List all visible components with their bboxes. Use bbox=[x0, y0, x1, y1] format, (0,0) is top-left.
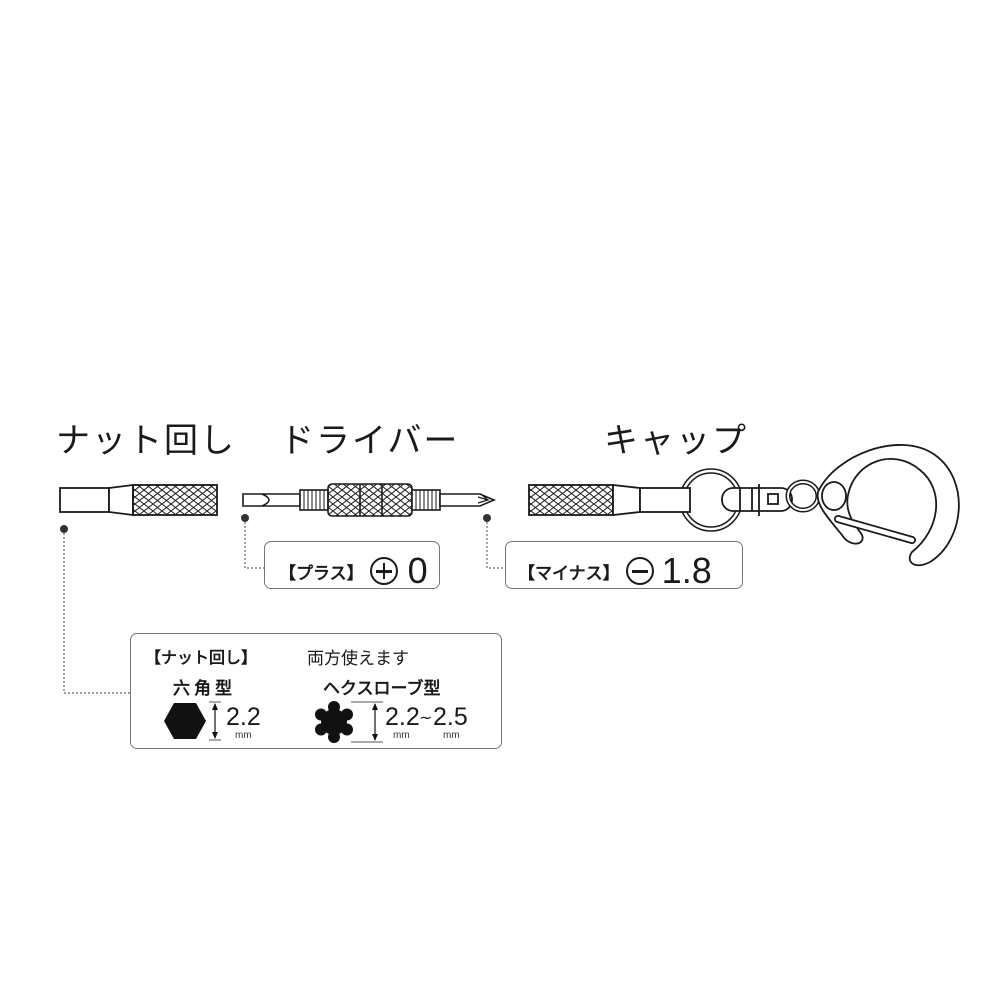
plus-circle-icon bbox=[369, 557, 398, 585]
hexlobe-unit-max: mm bbox=[443, 730, 460, 741]
minus-callout: 【マイナス】 1.8 bbox=[505, 541, 743, 591]
nut-driver-illustration bbox=[59, 483, 218, 517]
heading-nut-driver: ナット回し bbox=[56, 421, 236, 461]
hexlobe-unit-min: mm bbox=[393, 730, 410, 741]
plus-callout: 【プラス】 0 bbox=[264, 541, 440, 591]
hex-title: 六角型 bbox=[173, 679, 236, 699]
minus-circle-icon bbox=[625, 557, 654, 585]
hexlobe-socket-icon bbox=[315, 701, 383, 743]
minus-size: 1.8 bbox=[661, 550, 712, 591]
hexlobe-size-min: 2.2 bbox=[385, 703, 420, 731]
nut-box-label: 【ナット回し】 bbox=[145, 648, 258, 667]
hex-size: 2.2 bbox=[226, 703, 261, 731]
hexlobe-title: ヘクスローブ型 bbox=[323, 679, 441, 699]
hex-socket-icon bbox=[164, 701, 221, 741]
hex-unit: mm bbox=[235, 730, 252, 741]
nut-box-note: 両方使えます bbox=[307, 649, 409, 669]
driver-illustration bbox=[242, 483, 497, 517]
nut-driver-info-box: 【ナット回し】 両方使えます 六角型 ヘクスローブ型 2.2 mm 2.2 ~ … bbox=[130, 633, 502, 749]
plus-label: 【プラス】 bbox=[279, 563, 364, 584]
hexlobe-size-max: 2.5 bbox=[433, 703, 468, 731]
plus-size: 0 bbox=[407, 550, 428, 591]
heading-driver: ドライバー bbox=[280, 421, 460, 461]
minus-label: 【マイナス】 bbox=[518, 563, 620, 584]
cap-illustration bbox=[528, 444, 960, 567]
heading-cap: キャップ bbox=[604, 421, 748, 461]
hexlobe-range-tilde: ~ bbox=[419, 708, 433, 727]
leader-lines bbox=[60, 514, 505, 694]
